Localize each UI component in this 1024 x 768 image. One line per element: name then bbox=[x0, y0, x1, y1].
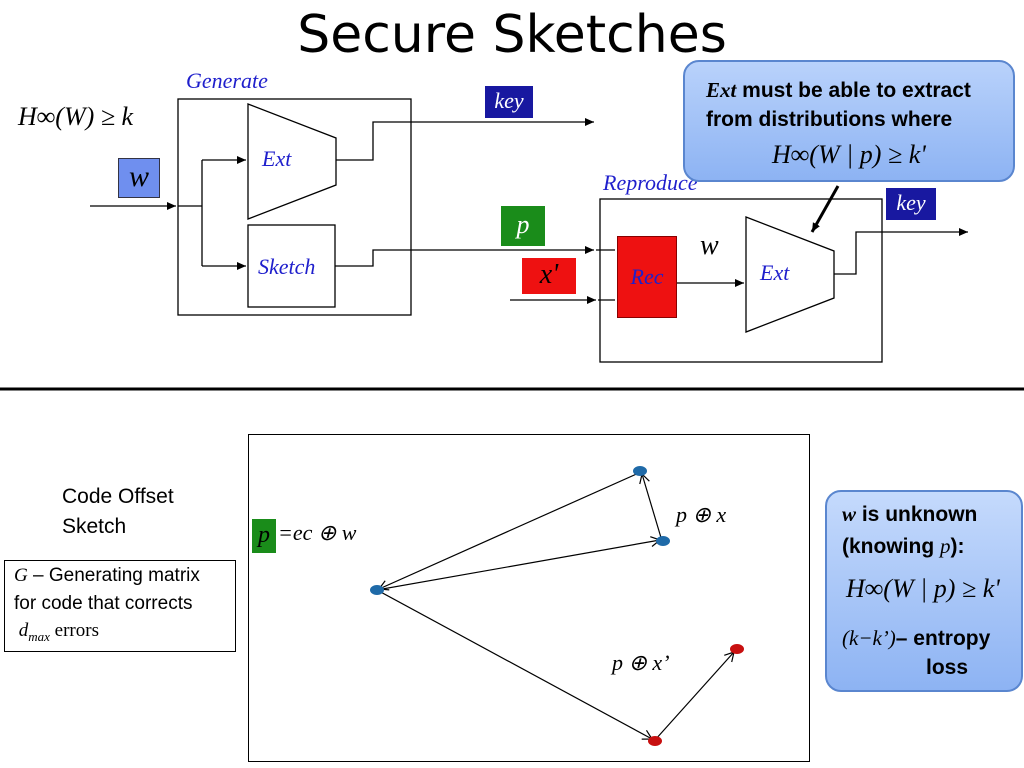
callout-bottom-w: w bbox=[842, 502, 857, 526]
ext-label-generate: Ext bbox=[262, 146, 292, 171]
reproduce-box bbox=[599, 198, 883, 363]
rec-box: Rec bbox=[617, 236, 677, 318]
callout-top-formula: H∞(W | p) ≥ k' bbox=[772, 140, 926, 169]
sketch-equation: =ec ⊕ w bbox=[278, 520, 357, 545]
point-p-xor-x bbox=[656, 536, 670, 546]
reproduce-label: Reproduce bbox=[603, 170, 698, 195]
point-p-xor-xprime bbox=[730, 644, 744, 654]
p-box-bottom: p bbox=[252, 519, 276, 553]
callout-bottom-line2: (knowing p): bbox=[842, 534, 965, 559]
code-offset-label: Code Offset Sketch bbox=[62, 485, 174, 538]
page-title: Secure Sketches bbox=[297, 5, 727, 65]
p-box-generate: p bbox=[501, 206, 545, 246]
sketch-box bbox=[247, 224, 336, 308]
entropy-loss-callout bbox=[825, 490, 1023, 692]
callout-bottom-line4: (k−k’)– entropy bbox=[842, 626, 990, 651]
callout-bottom-line5: loss bbox=[926, 656, 969, 679]
entropy-condition: H∞(W) ≥ k bbox=[18, 102, 134, 131]
callout-bottom-line2-pre: (knowing bbox=[842, 535, 940, 558]
point-top bbox=[633, 466, 647, 476]
callout-bottom-formula: H∞(W | p) ≥ k' bbox=[846, 574, 1000, 603]
ext-trapezoid-generate bbox=[247, 103, 337, 220]
point-origin bbox=[370, 585, 384, 595]
callout-pointer bbox=[810, 185, 840, 233]
g-line1: G – Generating matrix bbox=[14, 565, 200, 587]
g-line3-text: errors bbox=[49, 620, 99, 641]
sketch-label: Sketch bbox=[258, 254, 316, 279]
callout-top-ext: Ext bbox=[706, 78, 737, 102]
key-box-reproduce: key bbox=[886, 188, 936, 220]
d-sub: max bbox=[28, 628, 50, 644]
generate-box bbox=[177, 98, 412, 316]
entropy-loss-expr: (k−k’) bbox=[842, 626, 896, 650]
callout-top-line1-text: must be able to extract bbox=[736, 79, 971, 102]
generate-label: Generate bbox=[186, 68, 268, 93]
point-bottom bbox=[648, 736, 662, 746]
callout-bottom-line2-post: ): bbox=[950, 535, 965, 558]
ext-callout bbox=[683, 60, 1015, 182]
code-offset-vectors bbox=[376, 471, 735, 741]
x-prime-box: x' bbox=[522, 258, 576, 294]
callout-bottom-line1-text: is unknown bbox=[856, 503, 978, 526]
generating-matrix-box bbox=[4, 560, 236, 652]
callout-bottom-p: p bbox=[940, 534, 951, 558]
ext-trapezoid-reproduce bbox=[745, 216, 835, 333]
entropy-loss-text: – entropy bbox=[895, 627, 991, 650]
callout-top-line1: Ext must be able to extract bbox=[706, 78, 971, 103]
code-offset-diagram-box bbox=[248, 434, 810, 762]
p-xor-x-label: p ⊕ x bbox=[676, 502, 727, 527]
callout-bottom-line1: w is unknown bbox=[842, 502, 977, 527]
ext-label-reproduce: Ext bbox=[760, 260, 790, 285]
input-w-box: w bbox=[118, 158, 160, 198]
w-label-reproduce: w bbox=[700, 230, 719, 261]
key-box-generate: key bbox=[485, 86, 533, 118]
g-line2: for code that corrects bbox=[14, 593, 193, 614]
g-line3: dmax errors bbox=[14, 620, 99, 645]
callout-top-line2: from distributions where bbox=[706, 108, 953, 131]
g-line1-text: – Generating matrix bbox=[27, 565, 200, 586]
g-var: G bbox=[14, 565, 28, 586]
p-xor-xprime-label: p ⊕ x’ bbox=[612, 650, 670, 675]
d-var: d bbox=[18, 620, 29, 641]
